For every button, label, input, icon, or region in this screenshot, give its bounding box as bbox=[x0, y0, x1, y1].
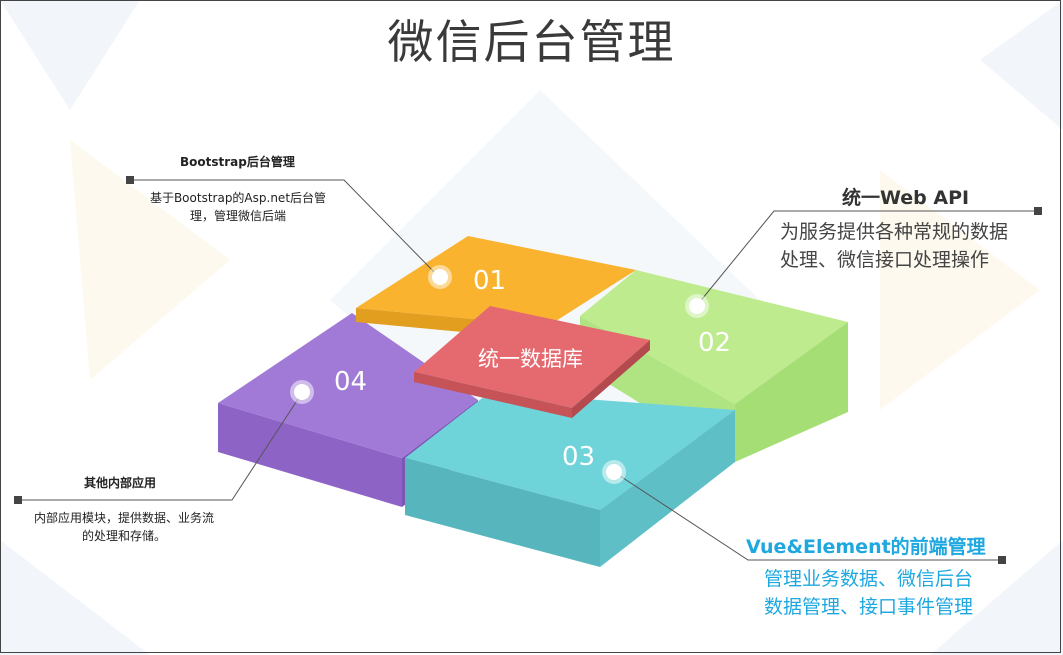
tile-number-04: 04 bbox=[334, 367, 368, 397]
bootstrap-description: 基于Bootstrap的Asp.net后台管 理，管理微信后端 bbox=[140, 189, 336, 225]
internal-description: 内部应用模块，提供数据、业务流 的处理和存储。 bbox=[18, 509, 230, 545]
connector-internal-end bbox=[14, 496, 22, 504]
tile-number-03: 03 bbox=[562, 442, 596, 472]
connector-vue bbox=[613, 471, 1002, 561]
dot-01 bbox=[428, 265, 452, 289]
dot-02 bbox=[685, 294, 709, 318]
center-database-tile bbox=[414, 306, 650, 418]
vue-title: Vue&Element的前端管理 bbox=[746, 536, 986, 558]
bootstrap-title: Bootstrap后台管理 bbox=[180, 155, 295, 169]
vue-description: 管理业务数据、微信后台 数据管理、接口事件管理 bbox=[764, 565, 973, 621]
connector-vue-end bbox=[998, 556, 1006, 564]
bootstrap-line-1: 基于Bootstrap的Asp.net后台管 bbox=[149, 191, 327, 205]
internal-title: 其他内部应用 bbox=[84, 476, 157, 490]
vue-line-2: 数据管理、接口事件管理 bbox=[764, 596, 974, 618]
webapi-description: 为服务提供各种常规的数据 处理、微信接口处理操作 bbox=[780, 218, 1008, 274]
connector-internal bbox=[18, 392, 303, 501]
tile-03 bbox=[405, 392, 735, 567]
connector-webapi bbox=[697, 210, 1038, 305]
webapi-line-2: 处理、微信接口处理操作 bbox=[780, 249, 990, 271]
connector-bootstrap-end bbox=[126, 176, 134, 184]
vue-line-1: 管理业务数据、微信后台 bbox=[764, 568, 974, 590]
bootstrap-line-2: 理，管理微信后端 bbox=[189, 209, 286, 223]
webapi-title: 统一Web API bbox=[842, 187, 970, 209]
dot-03 bbox=[602, 460, 626, 484]
dot-04 bbox=[290, 380, 314, 404]
tile-number-01: 01 bbox=[473, 266, 507, 296]
connector-webapi-end bbox=[1034, 207, 1042, 215]
webapi-line-1: 为服务提供各种常规的数据 bbox=[780, 221, 1009, 243]
tile-number-02: 02 bbox=[698, 328, 732, 358]
connector-bootstrap bbox=[130, 179, 439, 277]
page-title: 微信后台管理 bbox=[387, 15, 676, 69]
center-label: 统一数据库 bbox=[478, 347, 583, 371]
internal-line-2: 的处理和存储。 bbox=[81, 529, 166, 543]
internal-line-1: 内部应用模块，提供数据、业务流 bbox=[33, 511, 214, 525]
